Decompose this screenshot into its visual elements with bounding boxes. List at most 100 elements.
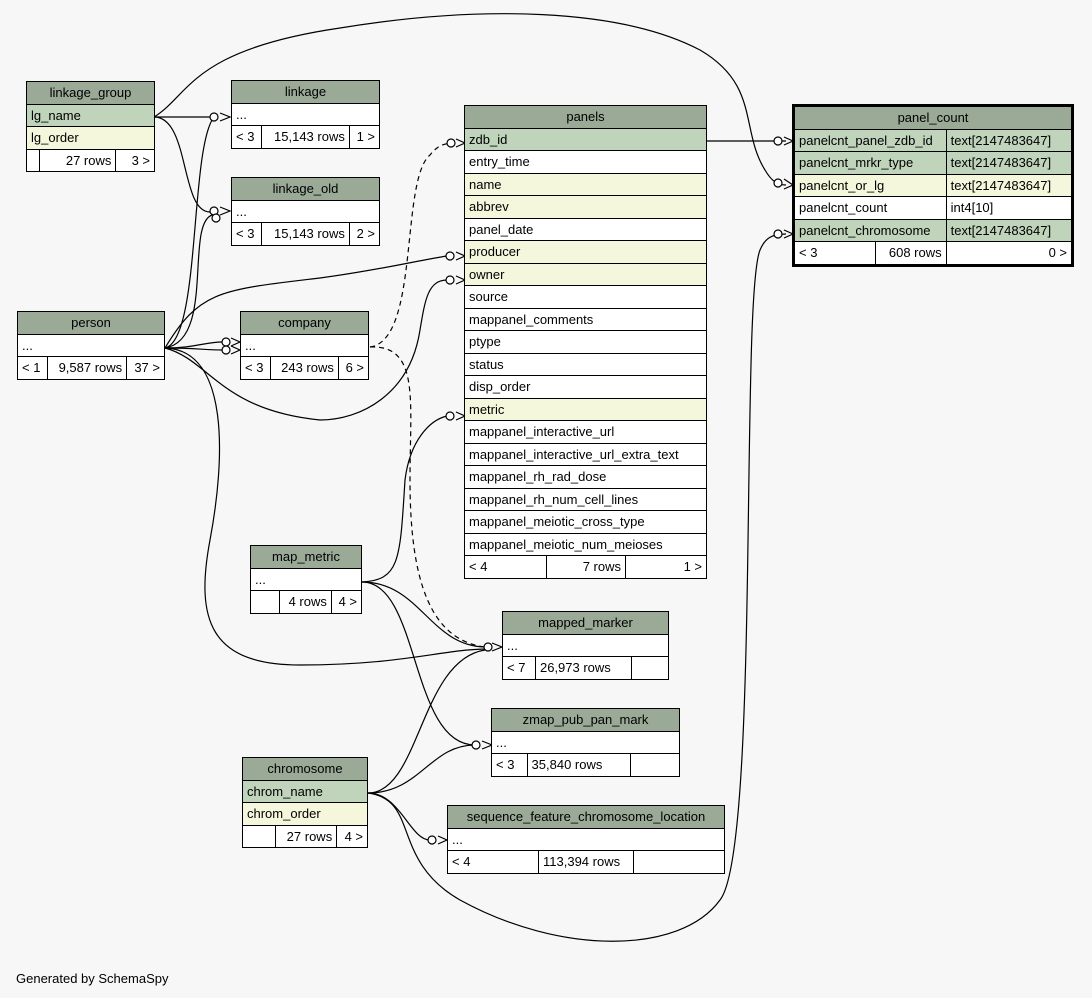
column-source: source xyxy=(464,285,707,309)
column-disp-order: disp_order xyxy=(464,375,707,399)
column-metric: metric xyxy=(464,397,707,421)
column-panelcnt-count: panelcnt_count xyxy=(793,196,947,220)
column-panelcnt-mrkr-type: panelcnt_mrkr_type xyxy=(793,151,947,175)
column-ellipsis: ... xyxy=(240,333,369,357)
table-title: panel_count xyxy=(793,105,1073,130)
footer-parents: < 3 xyxy=(239,356,272,380)
column-ellipsis: ... xyxy=(17,333,165,357)
column-panelcnt-or-lg: panelcnt_or_lg xyxy=(793,173,947,197)
column-mappanel-interactive-url-extra-text: mappanel_interactive_url_extra_text xyxy=(464,442,707,466)
column-ellipsis: ... xyxy=(491,730,680,754)
column-type: text[2147483647] xyxy=(945,218,1074,242)
column-type: int4[10] xyxy=(945,196,1074,220)
edge-person-panels-producer xyxy=(164,255,448,349)
column-abbrev: abbrev xyxy=(464,195,707,219)
column-lg-name: lg_name xyxy=(26,103,155,127)
footer-children: 4 > xyxy=(336,824,368,848)
footer-parents xyxy=(250,590,280,614)
table-title: mapped_marker xyxy=(502,611,669,635)
footer-children: 6 > xyxy=(337,356,370,380)
table-title: zmap_pub_pan_mark xyxy=(491,708,680,732)
footer-rows: 27 rows xyxy=(38,148,117,172)
column-chrom-order: chrom_order xyxy=(242,802,368,826)
footer-children: 37 > xyxy=(126,356,165,380)
column-ellipsis: ... xyxy=(502,633,669,657)
table-sequence-feature-chromosome-location[interactable]: sequence_feature_chromosome_location ...… xyxy=(447,805,725,874)
edge-map-metric-zmap xyxy=(361,581,476,746)
footer-rows: 27 rows xyxy=(274,824,338,848)
column-ptype: ptype xyxy=(464,330,707,354)
edge-company-mapped-marker xyxy=(369,346,486,648)
table-panels[interactable]: panels zdb_id entry_time name abbrev pan… xyxy=(464,105,707,579)
footer-children xyxy=(631,656,669,680)
column-mappanel-interactive-url: mappanel_interactive_url xyxy=(464,420,707,444)
footer-rows: 113,394 rows xyxy=(538,850,634,874)
column-mappanel-rh-rad-dose: mappanel_rh_rad_dose xyxy=(464,465,707,489)
column-lg-order: lg_order xyxy=(26,126,155,150)
footer-children: 4 > xyxy=(330,590,363,614)
column-name: name xyxy=(464,172,707,196)
footer-parents: < 7 xyxy=(502,656,536,680)
column-panelcnt-panel-zdb-id: panelcnt_panel_zdb_id xyxy=(793,128,947,152)
edge-chromosome-seq-feature xyxy=(367,792,431,841)
edge-person-panels-owner xyxy=(164,279,448,421)
column-type: text[2147483647] xyxy=(945,151,1074,175)
footer-rows: 9,587 rows xyxy=(46,356,128,380)
table-title: map_metric xyxy=(250,545,362,569)
generated-by-footer: Generated by SchemaSpy xyxy=(16,971,169,986)
footer-rows: 15,143 rows xyxy=(261,125,350,149)
footer-rows: 243 rows xyxy=(270,356,339,380)
column-zdb-id: zdb_id xyxy=(464,127,707,151)
column-owner: owner xyxy=(464,262,707,286)
column-mappanel-rh-num-cell-lines: mappanel_rh_num_cell_lines xyxy=(464,487,707,511)
footer-rows: 26,973 rows xyxy=(534,656,633,680)
edge-chromosome-zmap xyxy=(367,744,476,794)
edge-person-linkage-old xyxy=(164,214,213,349)
column-panelcnt-chromosome: panelcnt_chromosome xyxy=(793,218,947,242)
table-title: linkage_group xyxy=(26,81,155,105)
edge-company-panels-zdb-id xyxy=(369,142,456,348)
edge-person-mapped-marker xyxy=(164,347,486,666)
footer-rows: 15,143 rows xyxy=(261,222,350,246)
table-title: company xyxy=(240,311,369,335)
footer-children: 1 > xyxy=(625,555,707,579)
column-status: status xyxy=(464,352,707,376)
column-ellipsis: ... xyxy=(231,199,380,223)
column-ellipsis: ... xyxy=(250,567,362,591)
column-mappanel-meiotic-num-meioses: mappanel_meiotic_num_meioses xyxy=(464,532,707,556)
edge-linkage-group-panel-count xyxy=(153,13,787,186)
footer-rows: 35,840 rows xyxy=(526,753,632,777)
footer-parents: < 3 xyxy=(793,241,876,266)
footer-rows: 608 rows xyxy=(875,241,947,266)
footer-children xyxy=(633,850,725,874)
table-title: chromosome xyxy=(242,757,368,781)
column-producer: producer xyxy=(464,240,707,264)
table-title: panels xyxy=(464,105,707,129)
footer-rows: 4 rows xyxy=(279,590,332,614)
footer-parents: < 3 xyxy=(491,753,528,777)
column-type: text[2147483647] xyxy=(945,173,1074,197)
table-title: person xyxy=(17,311,165,335)
footer-children: 2 > xyxy=(348,222,381,246)
edge-linkage-group-linkage-old xyxy=(153,116,211,213)
footer-parents xyxy=(26,148,40,172)
column-panel-date: panel_date xyxy=(464,217,707,241)
edge-person-linkage xyxy=(164,119,213,349)
footer-children: 0 > xyxy=(945,241,1074,266)
edge-map-metric-panels-metric xyxy=(361,415,448,583)
column-type: text[2147483647] xyxy=(945,128,1074,152)
edge-chromosome-mapped-marker xyxy=(367,649,486,794)
edge-chromosome-panel-count xyxy=(367,233,787,942)
table-chromosome[interactable]: chromosome chrom_name chrom_order 27 row… xyxy=(242,757,368,848)
column-ellipsis: ... xyxy=(447,827,725,851)
